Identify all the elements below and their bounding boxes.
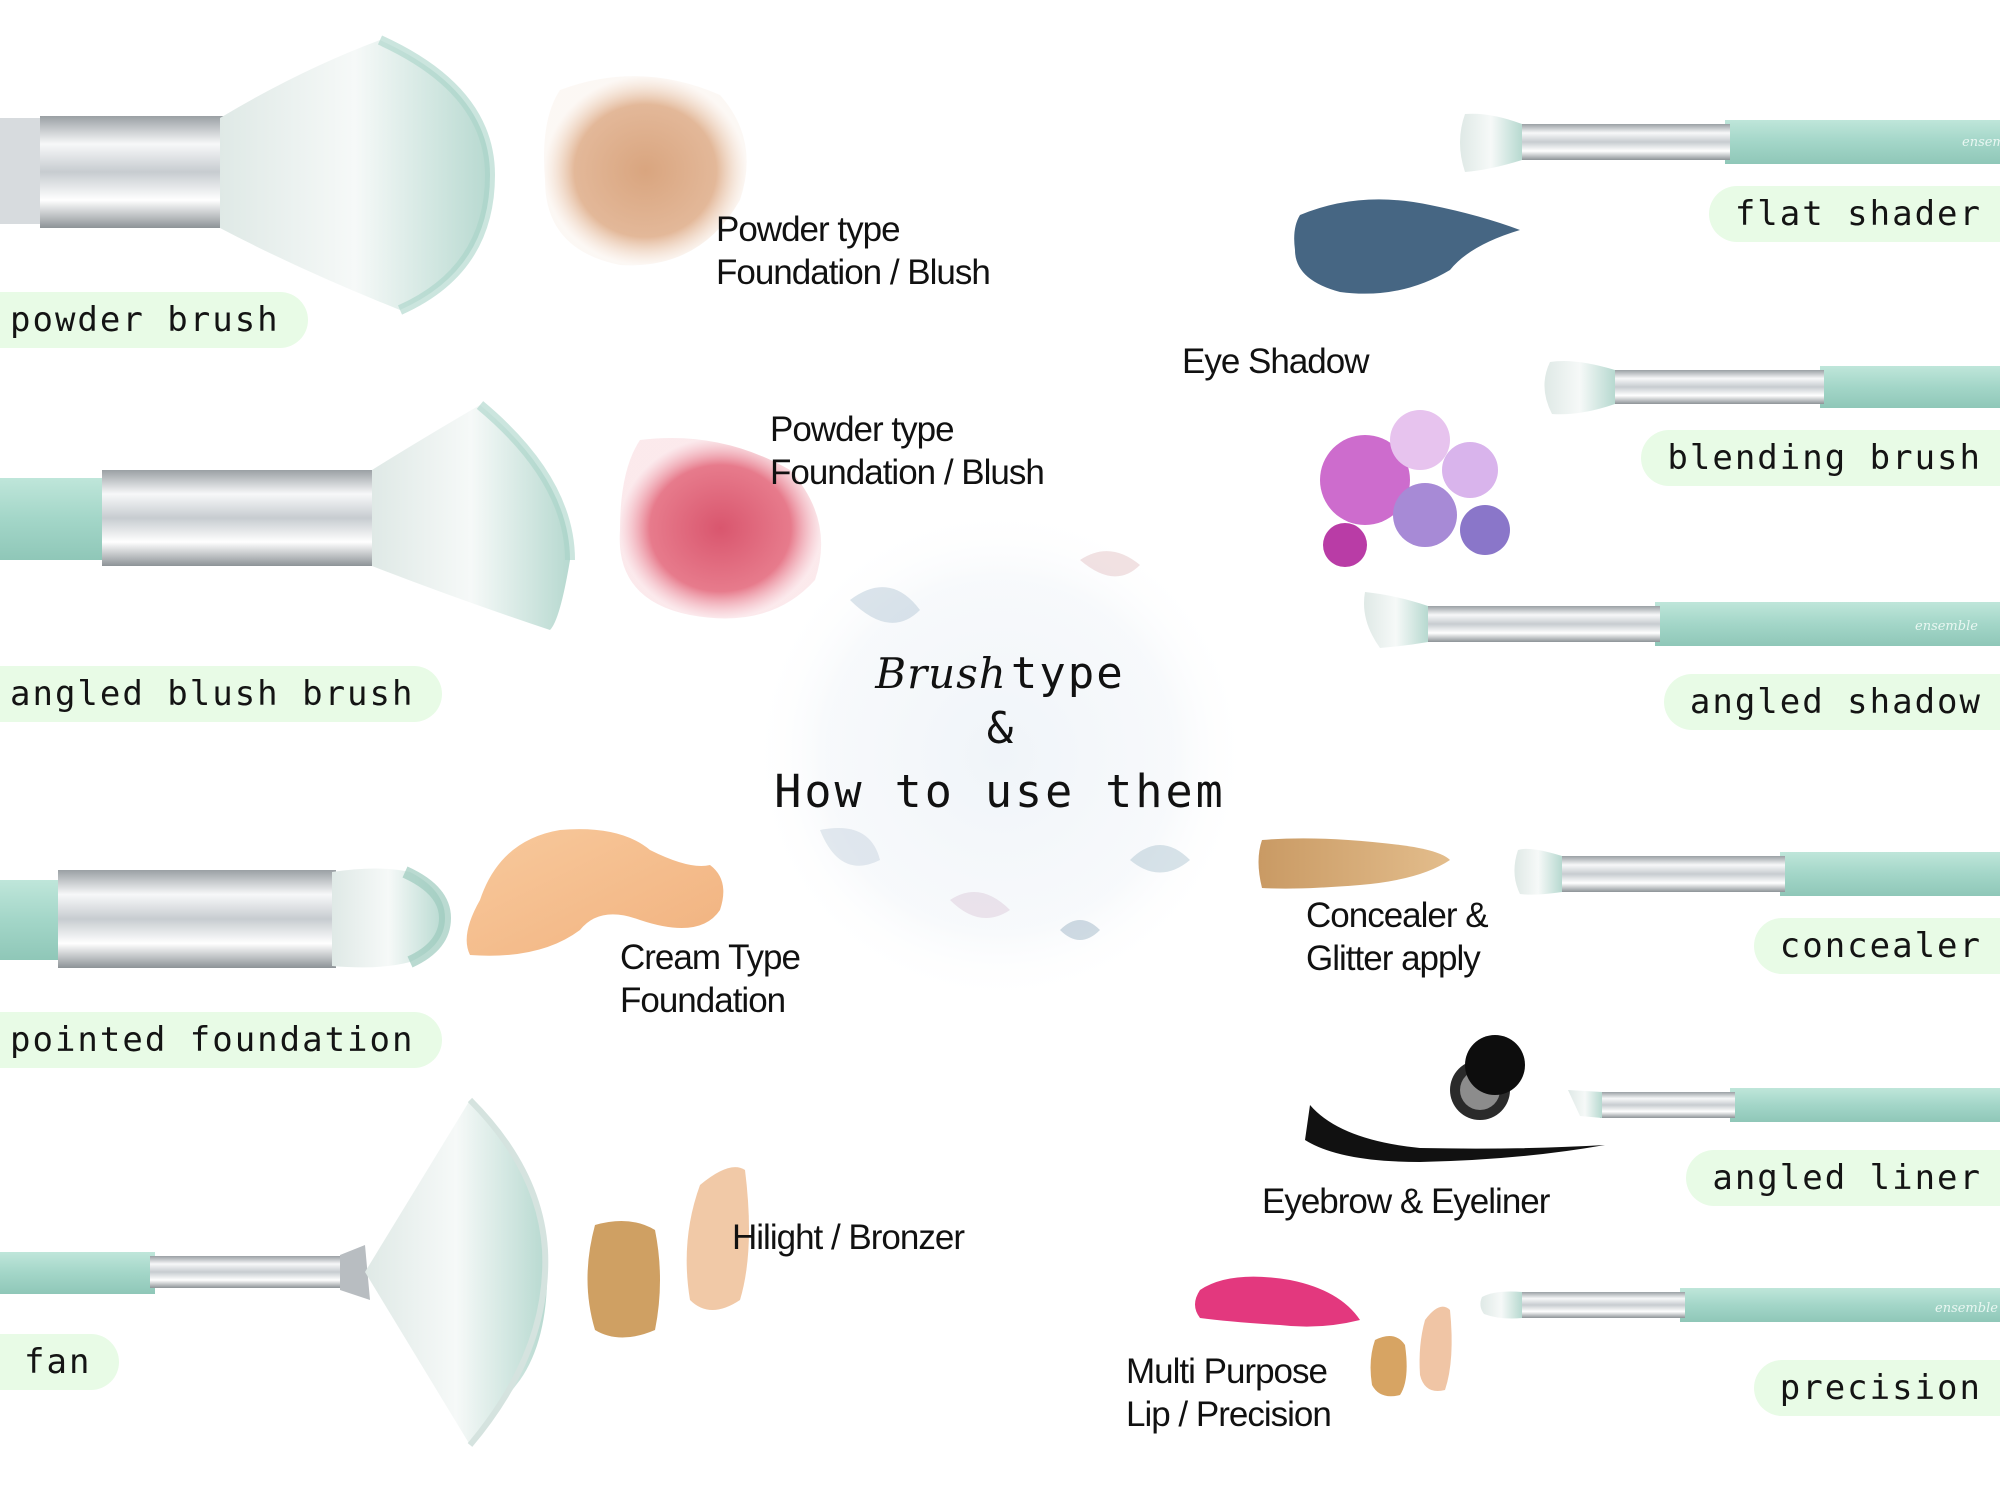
use-label-eye-shadow: Eye Shadow xyxy=(1182,342,1370,381)
use-label-hilight: Hilight / Bronzer xyxy=(732,1218,965,1257)
cream-swatch xyxy=(466,829,724,956)
brush-label-flat-shader: flat shader xyxy=(1708,186,2000,242)
brush-label-pointed-foundation: pointed foundation xyxy=(0,1012,443,1068)
pointed-foundation-illustration xyxy=(0,866,452,968)
watercolor-wash xyxy=(750,505,1250,1005)
brush-label-blending: blending brush xyxy=(1641,430,2000,486)
brand-mark: ensemble xyxy=(1962,135,2000,150)
use-label-concealer: Concealer & Glitter apply xyxy=(1306,896,1489,978)
use-label-lip: Multi Purpose Lip / Precision xyxy=(1126,1352,1332,1434)
fan-brush-illustration xyxy=(0,1097,549,1447)
blush-swatch-pink xyxy=(619,438,822,619)
brush-label-precision: precision xyxy=(1753,1360,2000,1416)
center-title: Brush type & How to use them xyxy=(760,648,1240,825)
hilight-bronzer-swatch xyxy=(587,1167,749,1338)
concealer-swatch xyxy=(1258,838,1450,889)
title-brush-word: Brush xyxy=(875,649,1007,698)
title-type-word: type xyxy=(1010,648,1125,699)
brand-mark: ensemble xyxy=(1935,1301,1998,1316)
brush-label-powder: powder brush xyxy=(0,292,308,348)
brush-label-angled-shadow: angled shadow xyxy=(1663,674,2000,730)
powder-brush-illustration xyxy=(0,35,496,315)
flat-shader-illustration xyxy=(1460,113,2000,172)
eye-shadow-swatch-blue xyxy=(1294,199,1520,294)
angled-liner-illustration xyxy=(1568,1088,2000,1122)
brush-label-fan: fan xyxy=(0,1334,120,1390)
title-ampersand: & xyxy=(986,703,1014,754)
lip-swatch xyxy=(1195,1276,1452,1397)
concealer-illustration xyxy=(1514,848,2000,896)
use-label-cream: Cream Type Foundation xyxy=(620,938,801,1020)
angled-shadow-illustration xyxy=(1364,592,2000,648)
angled-blush-brush-illustration xyxy=(0,401,575,630)
brush-label-concealer: concealer xyxy=(1753,918,2000,974)
eye-shadow-swatch-purple xyxy=(1320,410,1510,567)
brush-label-angled-liner: angled liner xyxy=(1686,1150,2000,1206)
brand-mark: ensemble xyxy=(1915,619,1978,634)
powder-swatch-nude xyxy=(544,76,747,266)
use-label-powder-1: Powder type Foundation / Blush xyxy=(716,210,991,292)
blending-brush-illustration xyxy=(1544,361,2000,415)
title-line-1: Brush type xyxy=(760,648,1240,699)
use-label-powder-2: Powder type Foundation / Blush xyxy=(770,410,1045,492)
title-subtitle: How to use them xyxy=(774,765,1226,818)
eyeliner-swatch xyxy=(1305,1035,1605,1162)
brush-label-angled-blush: angled blush brush xyxy=(0,666,443,722)
precision-illustration xyxy=(1480,1288,2000,1322)
use-label-eyebrow: Eyebrow & Eyeliner xyxy=(1262,1182,1550,1221)
